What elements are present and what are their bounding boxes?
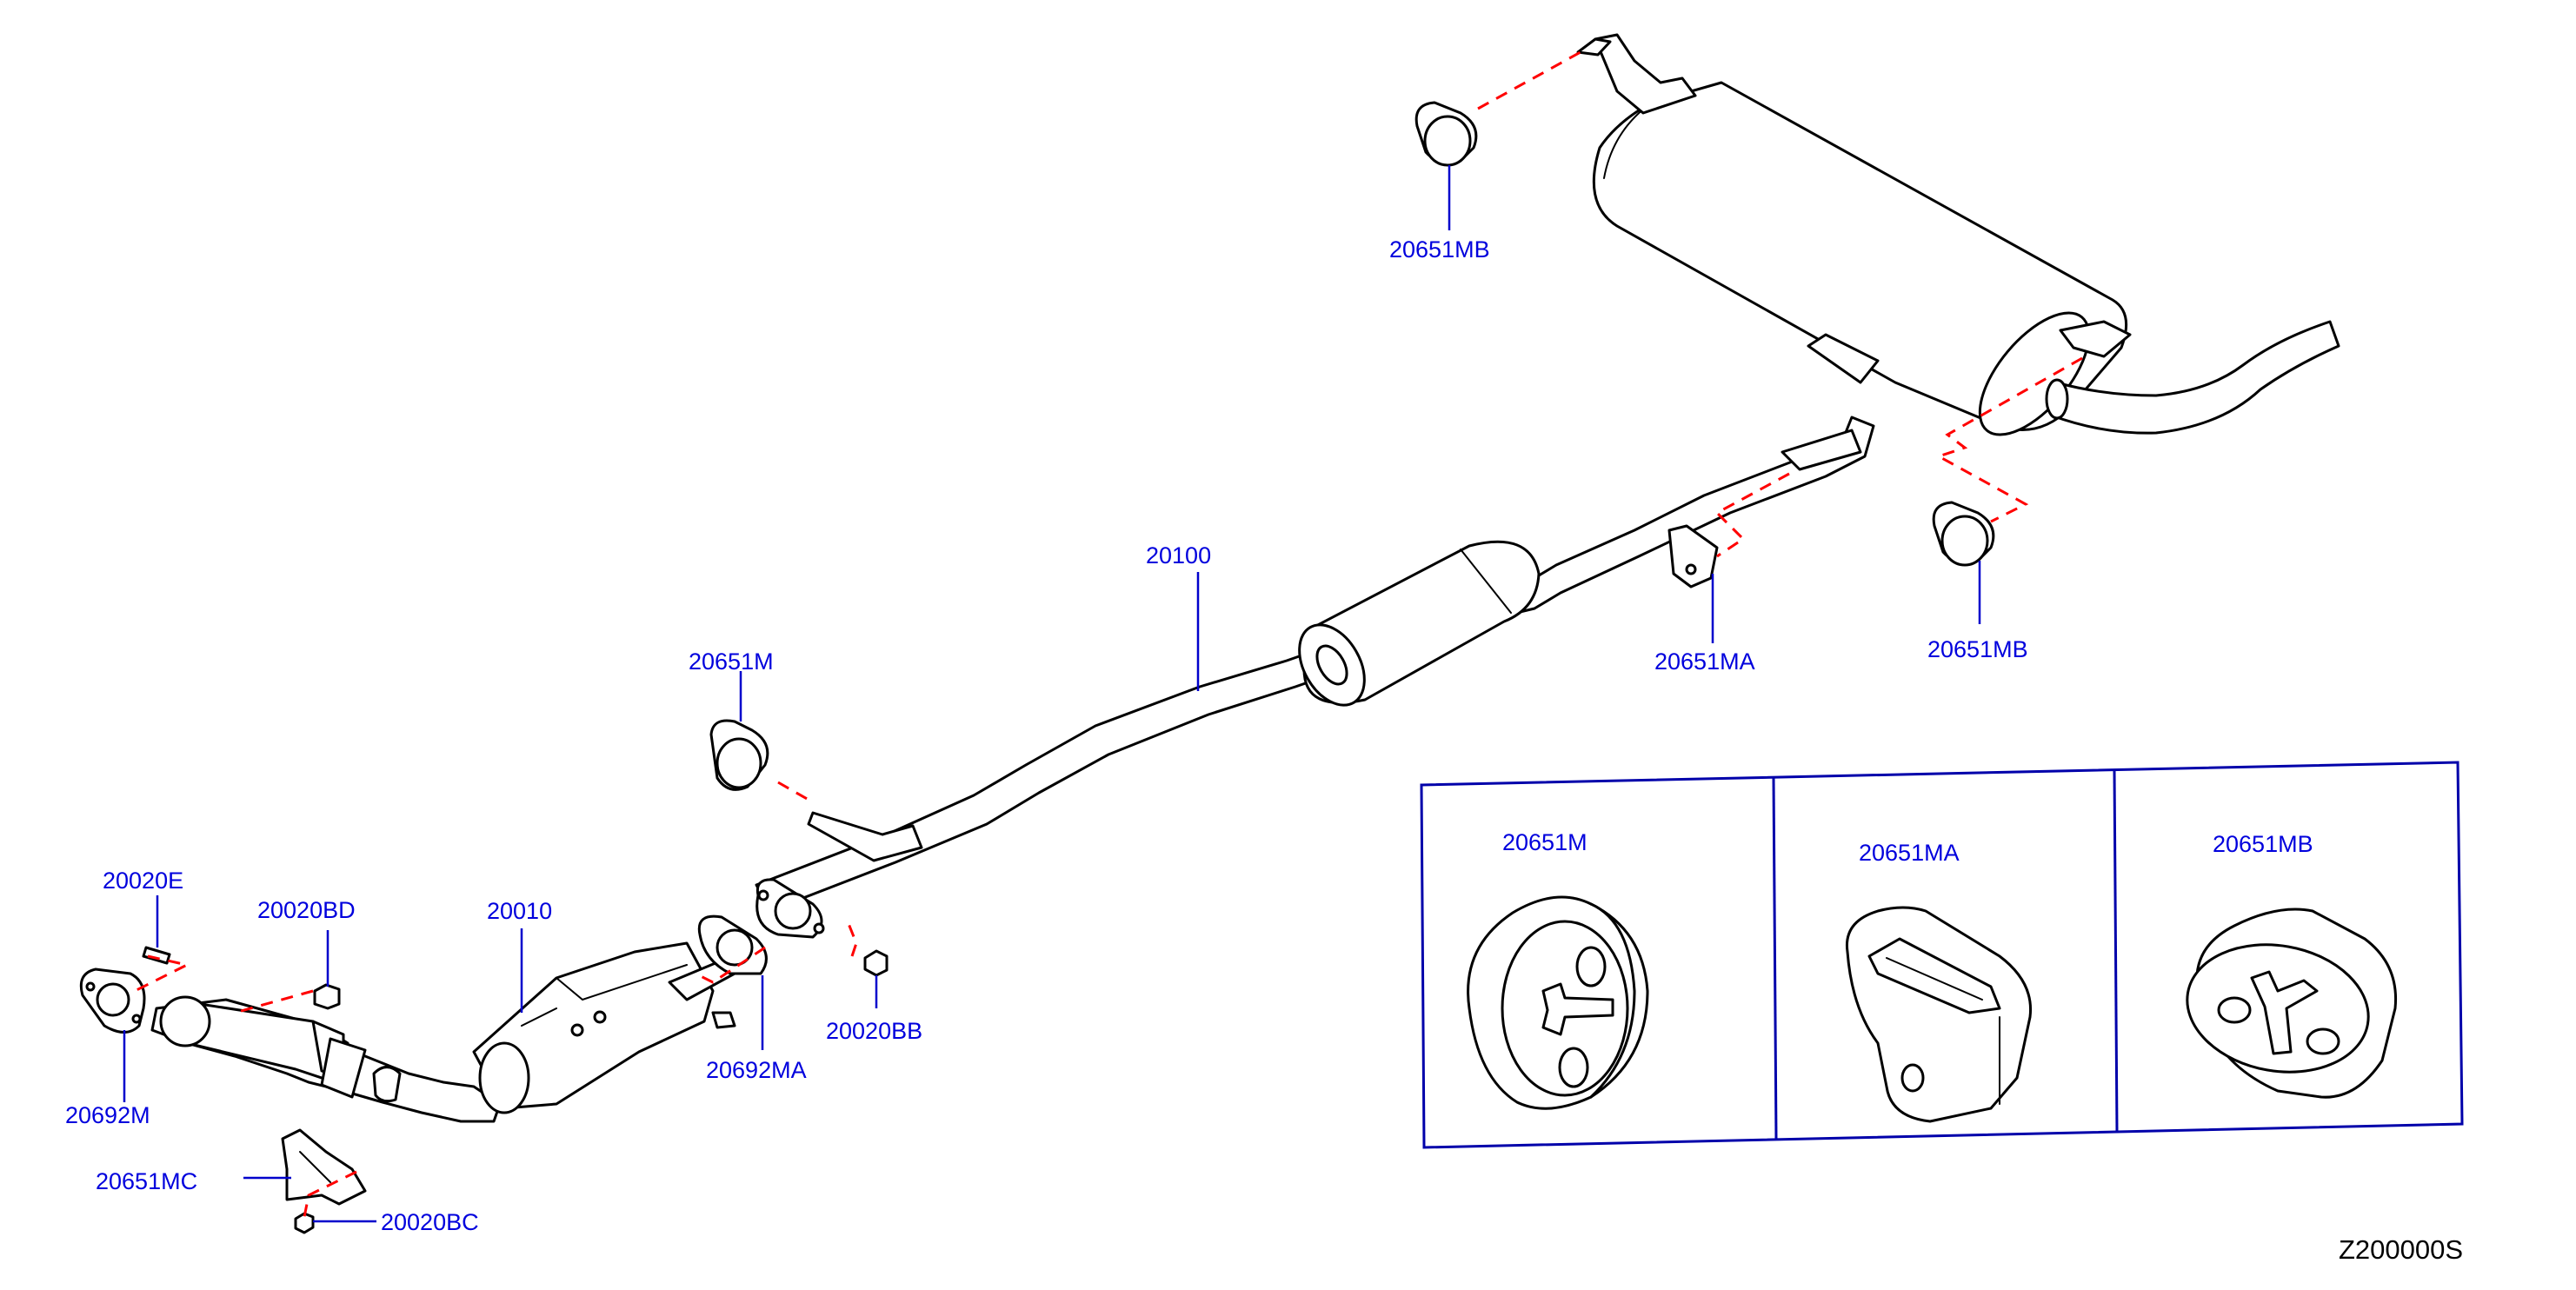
tail-pipe — [2050, 320, 2340, 435]
insulator-20651MA — [1667, 524, 1719, 588]
label-20692MA: 20692MA — [706, 1057, 807, 1083]
detail-drawing-20651MB — [2186, 908, 2398, 1099]
label-20010: 20010 — [487, 898, 552, 924]
label-20020BD: 20020BD — [257, 897, 356, 923]
detail-drawing-20651M — [1467, 895, 1649, 1110]
assembly-links — [134, 50, 2083, 1218]
label-20692M: 20692M — [65, 1102, 150, 1128]
leader-lines — [123, 165, 1981, 1223]
detail-title-20651MA: 20651MA — [1859, 840, 1960, 866]
label-20020E: 20020E — [103, 868, 183, 894]
label-20651M: 20651M — [689, 648, 774, 675]
gasket-20692M — [79, 968, 146, 1034]
drawing-code: Z200000S — [2339, 1234, 2463, 1265]
gasket-20692MA — [697, 914, 768, 975]
label-20100: 20100 — [1146, 542, 1211, 569]
detail-title-20651M: 20651M — [1502, 829, 1588, 855]
part-labels: 20651MB 20100 20651M 20651MA 20651MB 200… — [65, 236, 2028, 1235]
label-20651MA: 20651MA — [1654, 648, 1755, 675]
nut-20020BC — [294, 1212, 315, 1234]
label-20651MB-top: 20651MB — [1389, 236, 1490, 263]
nut-20020BD — [313, 983, 341, 1010]
stud-20020E — [142, 946, 171, 965]
bracket-20651MC — [281, 1128, 367, 1206]
nut-20020BB — [863, 949, 889, 977]
label-20020BC: 20020BC — [381, 1209, 479, 1235]
label-20020BB: 20020BB — [826, 1018, 922, 1044]
label-20651MB-right: 20651MB — [1927, 636, 2028, 662]
detail-title-20651MB: 20651MB — [2213, 831, 2313, 857]
exhaust-pipe-20100 — [755, 33, 2340, 939]
insulator-20651MB-top — [1414, 101, 1478, 167]
resonator — [1302, 540, 1541, 704]
label-20651MC: 20651MC — [96, 1168, 197, 1194]
insulator-20651MB-right — [1932, 501, 1995, 567]
catalytic-converter-20010 — [150, 941, 736, 1123]
insulator-detail-panel: 20651M 20651MA 20651MB — [1420, 761, 2464, 1149]
detail-drawing-20651MA — [1845, 906, 2033, 1123]
insulator-20651M — [709, 719, 769, 791]
